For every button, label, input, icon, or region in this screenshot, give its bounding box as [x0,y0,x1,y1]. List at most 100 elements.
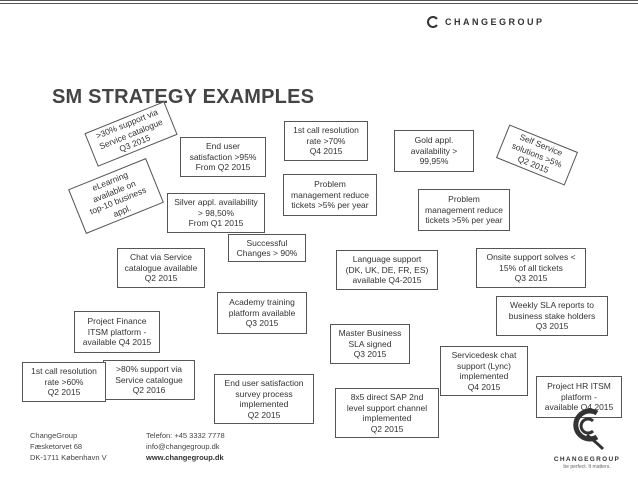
box-text-line: level support channel [346,402,428,413]
top-rule [0,0,638,4]
box-text-line: tickets >5% per year [425,215,503,226]
box-text-line: Changes > 90% [236,248,298,258]
brand-wordmark: CHANGEGROUP [445,17,545,27]
box-text-line: ITSM platform - [87,326,147,337]
box-text-line: Gold appl. [414,135,454,146]
box-text-line: platform - [561,391,597,402]
box-text-line: Q2 2015 [144,273,178,284]
box-text-line: Language support [352,254,422,265]
box-text-line: rate >60% [44,376,84,387]
box-text-line: Q4 2015 [309,146,343,157]
box-text-line: tickets >5% per year [291,200,369,211]
box-text-line: implemented [239,399,289,409]
goal-box-onsite-support: Onsite support solves <15% of all ticket… [476,248,586,288]
box-text-line: implemented [362,413,412,423]
box-text-line: Q3 2015 [535,321,569,332]
box-text-line: survey process [235,388,293,399]
box-text-line: Onsite support solves < [486,252,576,263]
box-text-line: 15% of all tickets [499,262,563,273]
goal-box-gold-availability: Gold appl.availability >99,95% [394,130,474,172]
box-text-line: >80% support via [116,364,182,375]
box-text-line: available Q4 2015 [544,402,614,413]
box-text-line: available Q4 2015 [82,337,152,348]
box-text-line: availability > [410,145,458,156]
box-text-line: Silver appl. availability [174,197,258,208]
box-text-line: Q4 2015 [467,381,501,392]
box-text-line: Project Finance [87,316,147,327]
box-text-line: 99,95% [419,156,449,167]
box-text-line: Master Business [338,328,402,339]
box-text-line: Academy training [229,297,295,308]
box-text-line: 1st call resolution [31,366,97,377]
box-text-line: business stake holders [508,310,596,321]
box-text-line: Q3 2015 [514,273,548,284]
box-text-line: support (Lync) [456,360,511,371]
box-text-line: Q3 2015 [245,318,279,329]
footer-logo-wordmark: CHANGEGROUP [553,456,621,463]
box-text-line: From Q1 2015 [188,218,244,229]
footer-company: ChangeGroup [30,431,78,440]
box-text-line: > 98,50% [197,207,235,218]
box-text-line: Q2 2015 [247,409,281,420]
box-text-line: Q3 2015 [353,349,387,360]
box-text-line: 1st call resolution [293,125,359,136]
box-text-line: available Q4-2015 [352,275,422,286]
box-text-line: Successful [246,237,288,248]
changegroup-logo-icon [427,16,438,28]
box-text-line: implemented [459,371,509,381]
box-text-line: Project HR ITSM [547,381,611,392]
box-text-line: Q2 2016 [132,385,166,396]
footer-email-link[interactable]: info@changegroup.dk [146,442,220,451]
box-text-line: Service catalogue [115,374,183,385]
box-text-line: platform available [228,307,296,318]
box-text-line: From Q2 2015 [195,162,251,173]
box-text-line: Problem [448,194,480,205]
box-text-line: Servicedesk chat [451,350,517,360]
footer-logo: CHANGEGROUP be perfect. It matters. [552,405,622,470]
footer-city: DK-1711 København V [30,453,107,462]
goal-box-silver-availability: Silver appl. availability> 98,50%From Q1… [167,193,265,233]
box-text-line: Chat via Service [130,252,192,263]
box-text-line: Weekly SLA reports to [510,300,594,311]
box-text-line: satisfaction >95% [189,151,257,162]
footer-logo-tagline: be perfect. It matters. [563,464,611,470]
box-text-line: (DK, UK, DE, FR, ES) [345,264,429,275]
header-logo: CHANGEGROUP [427,14,545,30]
slide-title: SM STRATEGY EXAMPLES [52,86,315,108]
box-text-line: Problem [314,179,346,190]
box-text-line: catalogue available [124,262,198,273]
box-text-line: SLA signed [348,338,392,349]
footer-address: ChangeGroup Fæsketorvet 68 DK-1711 Køben… [30,430,107,463]
box-text-line: management reduce [291,189,369,200]
footer-phone: Telefon: +45 3332 7778 [146,431,225,440]
box-text-line: 8x5 direct SAP 2nd [350,392,424,402]
box-text-line: rate >70% [306,135,346,146]
box-text-line: Q2 2015 [370,423,404,434]
box-text-line: management reduce [425,204,503,215]
goal-box-language-support: Language support(DK, UK, DE, FR, ES)avai… [336,250,438,290]
box-text-line: Q2 2015 [47,387,81,398]
changegroup-emblem-icon [573,408,605,451]
box-text-line: End user [205,141,241,152]
footer-street: Fæsketorvet 68 [30,442,83,451]
footer-web-link[interactable]: www.changegroup.dk [146,453,224,462]
